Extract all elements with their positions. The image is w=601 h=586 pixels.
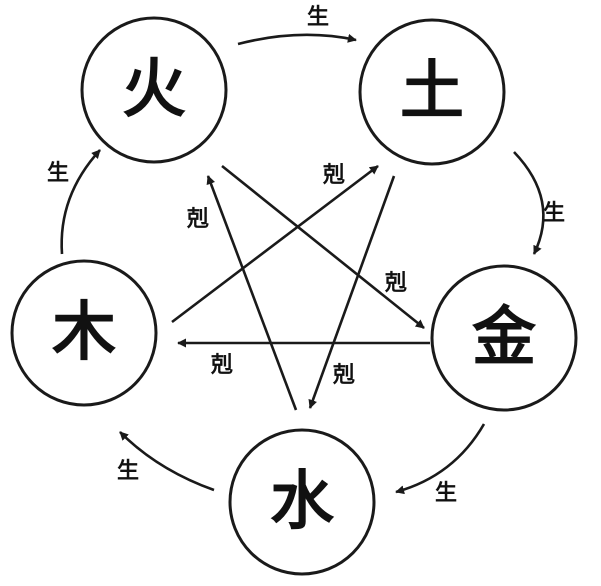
edge-earth-to-metal	[513, 151, 545, 255]
label-fire-metal: 剋	[384, 270, 407, 296]
label-water-fire: 剋	[186, 206, 209, 232]
node-fire-circle	[80, 16, 228, 164]
node-water-circle	[228, 428, 376, 576]
label-metal-water: 生	[435, 481, 457, 506]
edge-wood-to-earth	[171, 164, 379, 324]
generate-edges	[60, 33, 545, 495]
edge-fire-to-earth	[237, 33, 357, 46]
node-wood-char: 木	[52, 296, 116, 370]
edge-water-to-fire	[206, 175, 298, 411]
node-wood: 木	[10, 259, 158, 407]
edge-wood-to-fire	[60, 149, 101, 255]
generate-labels: 生 生 生 生 生	[47, 5, 565, 506]
node-fire-char: 火	[122, 53, 186, 127]
node-fire: 火	[80, 16, 228, 164]
label-wood-fire: 生	[47, 161, 69, 186]
node-water-char: 水	[270, 465, 335, 539]
edge-metal-to-water	[395, 423, 486, 495]
edge-water-to-wood	[119, 431, 215, 492]
edge-earth-to-water	[308, 175, 396, 409]
node-metal-char: 金	[471, 301, 537, 375]
label-water-wood: 生	[117, 459, 139, 484]
node-metal-circle	[430, 264, 578, 412]
label-earth-water: 剋	[332, 362, 355, 388]
node-metal: 金	[430, 264, 578, 412]
node-earth-char: 土	[400, 55, 464, 129]
label-earth-metal: 生	[543, 201, 565, 226]
node-wood-circle	[10, 259, 158, 407]
overcome-edges	[171, 164, 430, 411]
label-metal-wood: 剋	[210, 352, 233, 378]
edge-fire-to-metal	[221, 164, 425, 330]
node-earth-circle	[358, 18, 506, 166]
node-earth: 土	[358, 18, 506, 166]
node-water: 水	[228, 428, 376, 576]
overcome-labels: 剋 剋 剋 剋 剋	[186, 162, 407, 388]
label-wood-earth: 剋	[322, 162, 345, 188]
label-fire-earth: 生	[307, 5, 329, 30]
